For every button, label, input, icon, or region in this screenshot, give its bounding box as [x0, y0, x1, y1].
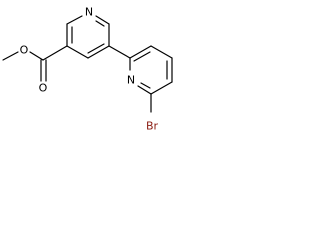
bond-ring1-c5-c4 — [87, 45, 110, 59]
bond-ring1-c2-n1 — [66, 15, 83, 25]
bond-ring1-c5-c4-inner — [87, 43, 105, 54]
bromine-label: Br — [146, 120, 159, 133]
methyl-oxygen-label: O — [20, 44, 29, 57]
carbonyl-oxygen-label: O — [39, 82, 48, 95]
bond-ring2-c3-c4 — [150, 45, 173, 59]
pyridine-nitrogen-label: N — [85, 6, 93, 19]
bond-ring2-c6-n-inner — [140, 82, 151, 89]
bond-carbonyl-ring — [42, 45, 68, 61]
bond-o-carbonyl — [29, 51, 44, 61]
bond-ring2-c6-n — [137, 85, 152, 95]
bond-ring1-n1-c6 — [95, 15, 110, 25]
bond-ring2-c5-c6 — [150, 81, 173, 95]
bond-ring2-c2-c3 — [129, 45, 152, 59]
bond-ring1-c4-c3 — [66, 45, 89, 59]
bond-ring2-c2-c3-inner — [133, 51, 151, 62]
bipyridine-nitrogen-label: N — [127, 74, 135, 87]
bond-biaryl — [108, 45, 131, 59]
chemical-structure: O O N N Br — [2, 6, 173, 133]
bond-ring1-n1-c6-inner — [95, 20, 105, 27]
bond-methyl-o — [2, 51, 19, 61]
